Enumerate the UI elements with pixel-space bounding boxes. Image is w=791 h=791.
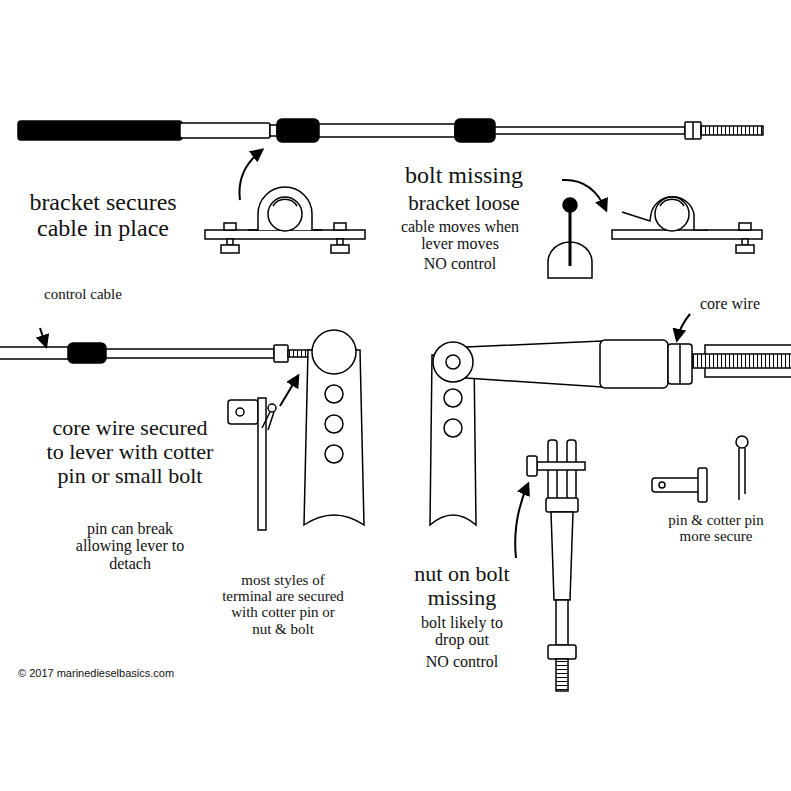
drawing-rect (567, 440, 576, 502)
drawing-rect (277, 119, 319, 142)
drawing-circle (655, 197, 689, 231)
drawing-rect (548, 645, 576, 659)
drawing-rect (224, 223, 236, 230)
drawing-circle (268, 197, 302, 231)
leader-arrow (677, 314, 690, 340)
copyright-text: © 2017 marinedieselbasics.com (18, 668, 174, 680)
drawing-circle (433, 342, 473, 382)
drawing-rect (334, 223, 346, 230)
drawing-rect (652, 478, 700, 492)
drawing-rect (546, 498, 578, 512)
drawing-rect (319, 124, 455, 137)
leader-arrow (515, 484, 528, 558)
lever-symbol (548, 198, 592, 278)
loose-bracket (612, 197, 762, 253)
drawing-rect (742, 239, 748, 245)
drawing-rect (668, 344, 692, 384)
drawing-circle (325, 445, 343, 463)
drawing-circle (736, 436, 748, 448)
drawing-circle (659, 482, 665, 488)
drawing-circle (325, 385, 343, 403)
drawing-circle (325, 415, 343, 433)
drawing-rect (698, 468, 707, 502)
note-text: pin can break allowing lever to detach (68, 520, 193, 572)
drawing-rect (736, 245, 754, 253)
warning-text: NO control (395, 255, 525, 272)
drawing-rect (18, 121, 182, 140)
pin-and-cotter-pin (652, 436, 748, 502)
leader-arrow (40, 328, 46, 346)
drawing-rect (600, 340, 668, 388)
drawing-rect (180, 123, 270, 138)
drawing-rect (331, 245, 349, 253)
part-label: core wire (685, 295, 775, 312)
drawing-rect (106, 349, 274, 358)
caption-text: nut on bolt missing (382, 562, 542, 610)
drawing-rect (258, 398, 266, 530)
note-text: bolt likely to drop out (416, 614, 508, 649)
caption-text: core wire secured to lever with cotter p… (43, 416, 218, 487)
drawing-path (248, 187, 322, 230)
leader-arrow (562, 180, 606, 210)
drawing-rect (227, 239, 233, 245)
warning-text: NO control (397, 653, 527, 670)
drawing-g (0, 119, 791, 691)
drawing-rect (537, 462, 585, 470)
part-label: control cable (43, 286, 123, 302)
drawing-rect (548, 440, 557, 502)
drawing-rect (270, 125, 277, 136)
drawing-rect (556, 600, 568, 645)
drawing-path (660, 199, 684, 206)
drawing-rect (0, 347, 70, 359)
leader-arrow (280, 376, 298, 406)
clevis (527, 440, 585, 691)
note-text: most styles of terminal are secured with… (221, 572, 346, 637)
drawing-line (679, 344, 681, 384)
drawing-rect (692, 354, 791, 368)
drawing-rect (221, 245, 239, 253)
drawing-rect (337, 239, 343, 245)
drawing-rect (228, 400, 258, 424)
drawing-rect (556, 659, 568, 691)
drawing-circle (444, 389, 462, 407)
drawing-path (622, 197, 708, 230)
cable-terminal (433, 340, 791, 388)
cable-bracket (205, 187, 365, 253)
drawing-circle (312, 330, 356, 374)
drawing-rect (701, 126, 763, 135)
drawing-rect (455, 119, 495, 142)
drawing-rect (274, 345, 288, 362)
note-text: pin & cotter pin more secure (666, 512, 766, 544)
heading-text: bracket loose (364, 192, 564, 215)
drawing-circle (563, 198, 577, 212)
control-cable-top (18, 119, 763, 142)
leader-arrow (239, 150, 262, 200)
drawing-circle (444, 419, 462, 437)
drawing-path (273, 199, 297, 206)
drawing-line (569, 208, 572, 266)
control-cable (0, 343, 312, 363)
drawing-path (304, 350, 364, 525)
drawing-rect (612, 230, 762, 239)
pin-terminal (228, 398, 276, 530)
drawing-path (262, 412, 274, 430)
caption-text: bracket secures cable in place (8, 190, 198, 242)
drawing-circle (236, 408, 244, 416)
drawing-rect (739, 223, 751, 230)
drawing-circle (446, 355, 460, 369)
lever-arm (304, 330, 364, 525)
drawing-line (692, 122, 694, 139)
drawing-circle (268, 404, 276, 412)
drawing-rect (495, 127, 685, 134)
heading-text: bolt missing (364, 163, 564, 189)
drawing-rect (685, 122, 701, 139)
drawing-path (466, 341, 602, 387)
drawing-rect (68, 343, 106, 363)
drawing-rect (527, 456, 537, 476)
drawing-path (739, 448, 745, 500)
drawing-path (551, 512, 573, 600)
note-text: cable moves when lever moves (395, 218, 525, 253)
